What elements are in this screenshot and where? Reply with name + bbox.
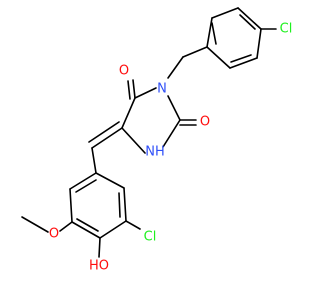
bonds — [21, 7, 277, 258]
bond-ar1-3b — [239, 14, 256, 30]
bond-c5-ch-2 — [88, 121, 120, 143]
bond-ar2-2b — [118, 192, 121, 218]
atom-oh: HO — [89, 259, 109, 274]
bond-ar1-4 — [256, 28, 262, 59]
bond-ar2-cl — [125, 220, 141, 230]
bond-ar2-4b — [76, 218, 99, 232]
atom-n1-h: NH — [145, 145, 165, 160]
bond-ar1-1b — [211, 22, 217, 45]
bond-ar1-2 — [211, 7, 239, 19]
bond-ar2-ome — [59, 221, 73, 232]
bond-n3-c2 — [167, 95, 181, 121]
molecule-diagram: O N O NH Cl Cl O HO — [21, 7, 292, 274]
bond-ar1-5 — [229, 57, 258, 69]
bond-ar2-oh — [98, 237, 101, 258]
atom-labels: O N O NH Cl Cl O HO — [49, 22, 292, 274]
bond-n1-c5 — [121, 127, 146, 154]
bond-c2-n1 — [162, 119, 181, 148]
bond-ar1-6 — [206, 46, 231, 69]
atom-n3: N — [157, 82, 167, 97]
bond-ar2-4 — [71, 221, 101, 239]
bond-ar1-5b — [230, 54, 252, 63]
bond-ar1-3 — [237, 7, 262, 30]
bond-ar2-1 — [95, 172, 125, 189]
bond-ar2-2 — [123, 187, 127, 222]
bond-ar2-6b — [75, 179, 97, 193]
atom-o-top: O — [119, 64, 129, 79]
bond-c5-ch-1 — [91, 127, 123, 149]
bond-c5-c4 — [121, 97, 136, 129]
bond-c4-o-2 — [127, 80, 131, 100]
atom-o-methoxy: O — [49, 227, 59, 242]
atom-o-right: O — [200, 115, 210, 130]
atom-cl-ortho: Cl — [144, 230, 157, 245]
bond-ar1-1 — [206, 17, 213, 48]
bond-n3-ch2 — [167, 56, 184, 79]
bond-c4-n3 — [134, 87, 157, 99]
bond-ar2-6 — [69, 172, 97, 190]
bond-ar2-3 — [99, 220, 127, 239]
bond-ch2-aryl — [182, 46, 208, 58]
bond-ar2-5 — [69, 188, 73, 223]
bond-ome-ch3 — [21, 216, 49, 233]
bond-ch-aryl — [91, 147, 97, 174]
atom-cl-para: Cl — [280, 22, 293, 37]
bond-c4-o-1 — [132, 79, 136, 99]
